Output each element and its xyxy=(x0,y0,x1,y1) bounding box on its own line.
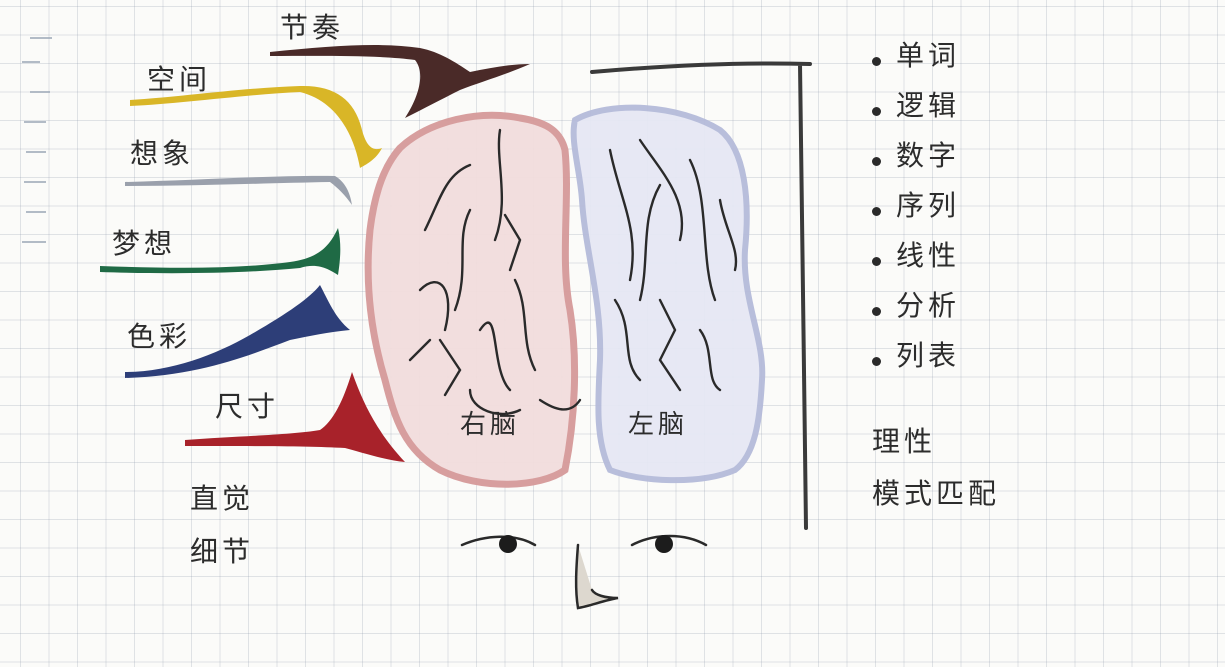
list-item: 线性 xyxy=(870,242,960,292)
trait-text: 分析 xyxy=(896,289,961,322)
bullet-icon xyxy=(872,57,881,66)
bullet-icon xyxy=(872,157,881,166)
intuition-label: 直觉 xyxy=(190,482,255,515)
nose xyxy=(574,543,619,610)
trait-text: 线性 xyxy=(896,239,961,272)
list-item: 数字 xyxy=(870,142,960,192)
list-item: 列表 xyxy=(870,342,960,392)
dream-branch xyxy=(100,228,341,275)
space-label: 空间 xyxy=(147,63,212,96)
imagination-label: 想象 xyxy=(130,137,195,170)
right-brain-hemisphere xyxy=(364,111,579,488)
trait-text: 单词 xyxy=(896,39,961,72)
rhythm-branch xyxy=(270,45,530,118)
face-eyes xyxy=(460,534,708,547)
imagination-branch xyxy=(125,175,352,205)
list-item: 分析 xyxy=(870,292,960,342)
bullet-icon xyxy=(872,357,881,366)
bullet-icon xyxy=(872,257,881,266)
bullet-icon xyxy=(872,307,881,316)
brain-folds xyxy=(408,128,738,416)
color-label: 色彩 xyxy=(127,320,192,353)
dream-label: 梦想 xyxy=(112,227,177,260)
trait-text: 逻辑 xyxy=(896,89,961,122)
list-item: 单词 xyxy=(870,42,960,92)
left-brain-traits-list: 单词 逻辑 数字 序列 线性 分析 列表 xyxy=(870,42,960,392)
margin-marks xyxy=(22,37,52,243)
left-brain-hemisphere xyxy=(570,104,766,484)
trait-text: 列表 xyxy=(896,339,961,372)
detail-label: 细节 xyxy=(190,535,255,568)
size-label: 尺寸 xyxy=(215,390,280,423)
right-brain-label: 右脑 xyxy=(460,410,521,440)
left-brain-label: 左脑 xyxy=(628,410,689,440)
bullet-icon xyxy=(872,207,881,216)
trait-text: 数字 xyxy=(896,139,961,172)
left-side-bracket xyxy=(590,61,812,530)
color-branch xyxy=(125,285,350,378)
list-item: 逻辑 xyxy=(870,92,960,142)
pattern-matching-label: 模式匹配 xyxy=(872,477,1001,510)
list-item: 序列 xyxy=(870,192,960,242)
right-eye xyxy=(499,535,517,553)
left-eye xyxy=(655,535,673,553)
size-branch xyxy=(185,372,405,462)
bullet-icon xyxy=(872,107,881,116)
rhythm-label: 节奏 xyxy=(280,11,345,44)
trait-text: 序列 xyxy=(896,189,961,222)
rationality-label: 理性 xyxy=(872,425,937,458)
